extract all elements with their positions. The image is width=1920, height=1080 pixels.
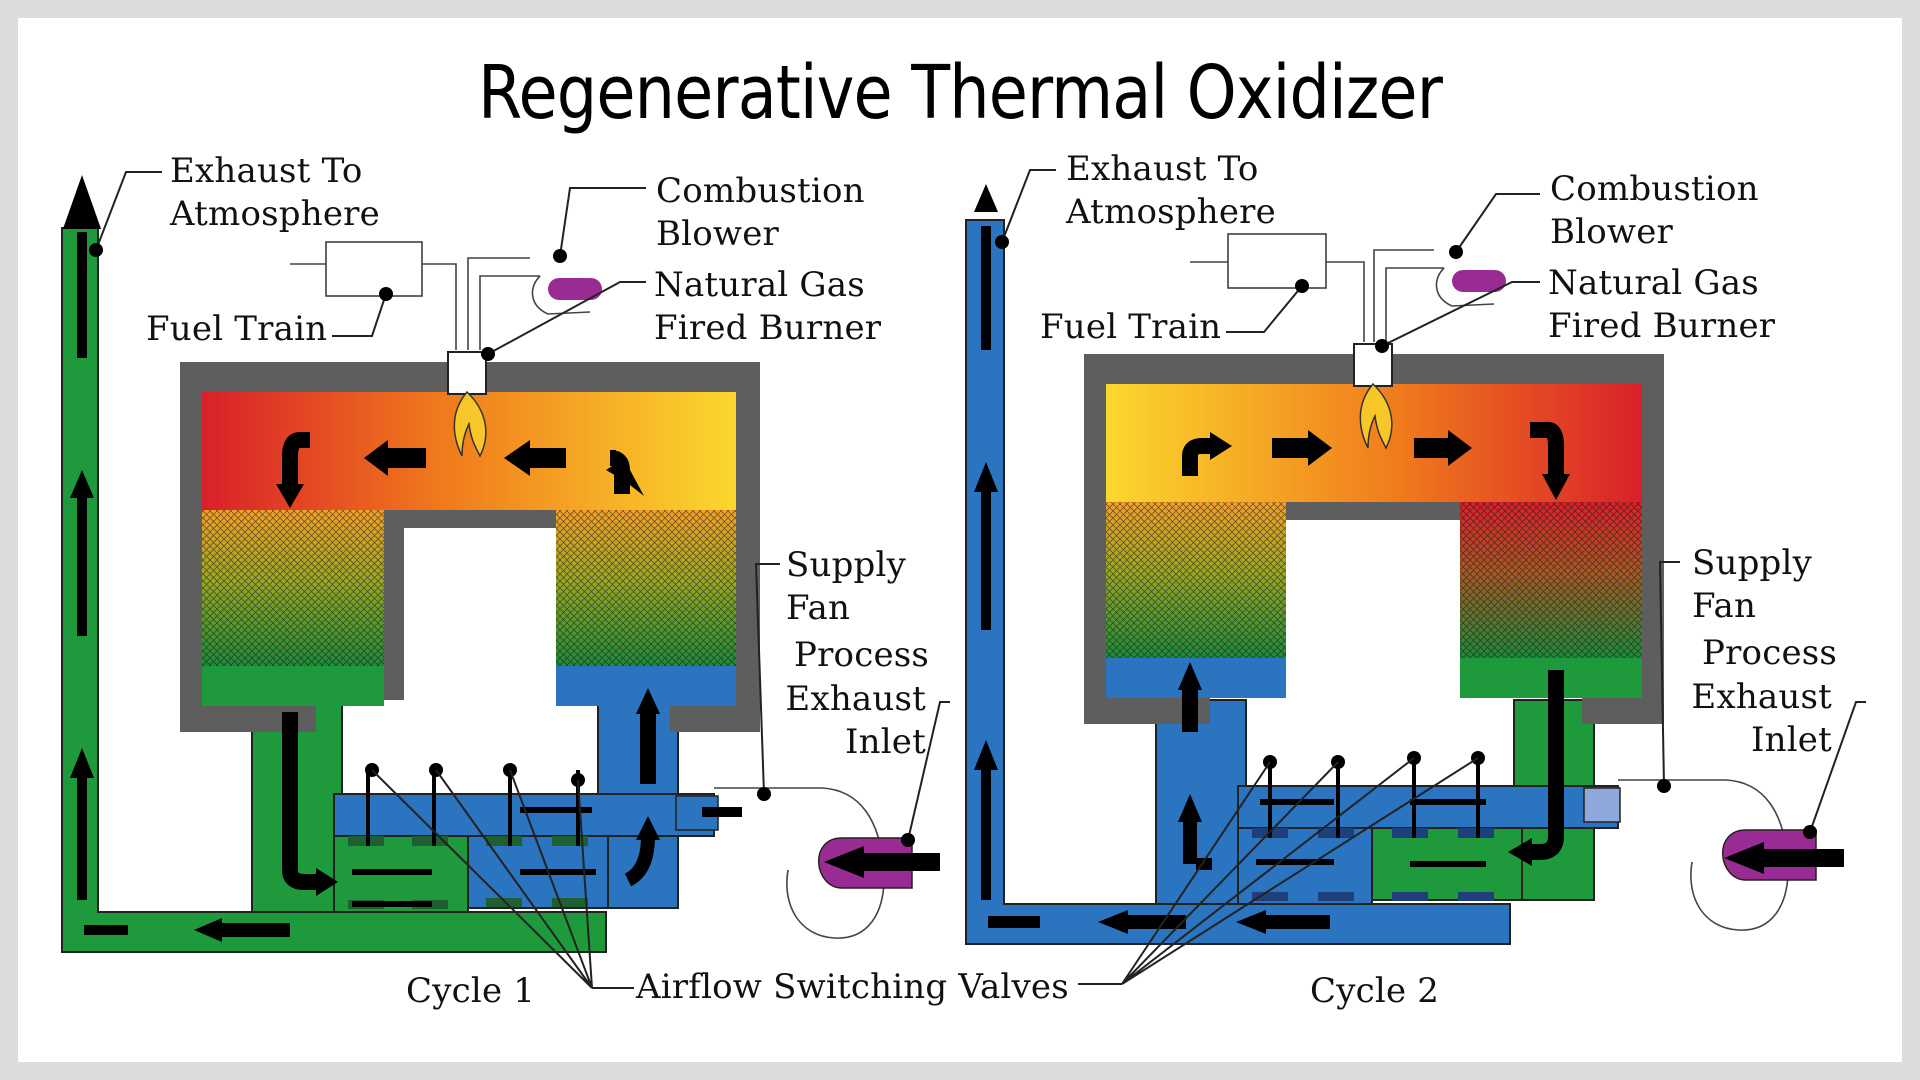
cycle2-flame (1359, 382, 1393, 450)
cycle2-supply-fan-housing (1618, 779, 1789, 931)
cycle2-diagram (965, 169, 1866, 985)
cycle1-supply-fan-housing (714, 787, 885, 939)
cycle1-flow-arrows (62, 174, 940, 942)
cycle2-media-mesh-left (1106, 502, 1286, 658)
cycle1-diagram (61, 171, 950, 989)
cycle1-blower-motor (548, 278, 602, 300)
cycle2-center-core (1308, 520, 1438, 696)
cycle2-exhaust-stack (965, 219, 1511, 945)
cycle1-fuel-train (325, 241, 423, 297)
cycle1-leader-lines (95, 171, 950, 989)
cycle2-blower-motor (1452, 270, 1506, 292)
diagram-title: Regenerative Thermal Oxidizer (477, 50, 1443, 136)
cycle1-leader-dots (89, 243, 915, 847)
cycle1-cycle-label: Cycle 1 (406, 971, 536, 1011)
airflow-switching-valves-label: Airflow Switching Valves (636, 967, 1069, 1007)
cycle2-blue-duct (1155, 699, 1247, 905)
cycle1-blower-housing (531, 275, 591, 315)
cycle2-exhaust-inlet-label: Exhaust Inlet (1691, 677, 1832, 760)
cycle1-exhaust-inlet-label: Exhaust Inlet (785, 679, 926, 762)
cycle1-supply-fan-label: Supply Fan (786, 545, 907, 628)
cycle2-fan-duct (1583, 787, 1621, 823)
cycle1-center-core (404, 528, 534, 704)
cycle2-exhaust-label: Exhaust To Atmosphere (1066, 149, 1276, 232)
cycle2-blower-label: Combustion Blower (1550, 169, 1759, 252)
cycle2-leader-dots (995, 235, 1817, 839)
cycle2-blower-housing (1435, 267, 1495, 307)
cycle1-blower-label: Combustion Blower (656, 171, 865, 254)
cycle1-valve-dots (365, 763, 585, 787)
cycle1-green-plenum (202, 666, 384, 706)
cycle2-fuel-train (1227, 233, 1327, 289)
cycle1-media-mesh-right (556, 510, 736, 666)
cycle1-burner-label: Natural Gas Fired Burner (654, 265, 882, 348)
cycle2-fuel-train-label: Fuel Train (1040, 307, 1222, 347)
cycle1-plenum (333, 793, 715, 837)
cycle2-supply-fan-label: Supply Fan (1692, 543, 1813, 626)
cycle1-process-label: Process (794, 635, 930, 675)
cycle1-exhaust-label: Exhaust To Atmosphere (170, 151, 380, 234)
cycle2-leader-lines (1001, 169, 1866, 985)
cycle2-process-label: Process (1702, 633, 1838, 673)
cycle1-fuel-train-label: Fuel Train (146, 309, 328, 349)
cycle2-cycle-label: Cycle 2 (1310, 971, 1440, 1011)
cycle1-flame (453, 390, 487, 458)
cycle1-media-mesh-left (202, 510, 384, 666)
cycle2-flow-arrows (974, 184, 1844, 934)
cycle1-burner-nozzle (447, 351, 487, 395)
cycle2-burner-label: Natural Gas Fired Burner (1548, 263, 1776, 346)
cycle1-fuel-piping (290, 257, 540, 350)
cycle2-valve-dots (1263, 751, 1485, 769)
cycle2-fuel-piping (1190, 249, 1444, 342)
cycle2-media-mesh-right (1460, 502, 1642, 658)
